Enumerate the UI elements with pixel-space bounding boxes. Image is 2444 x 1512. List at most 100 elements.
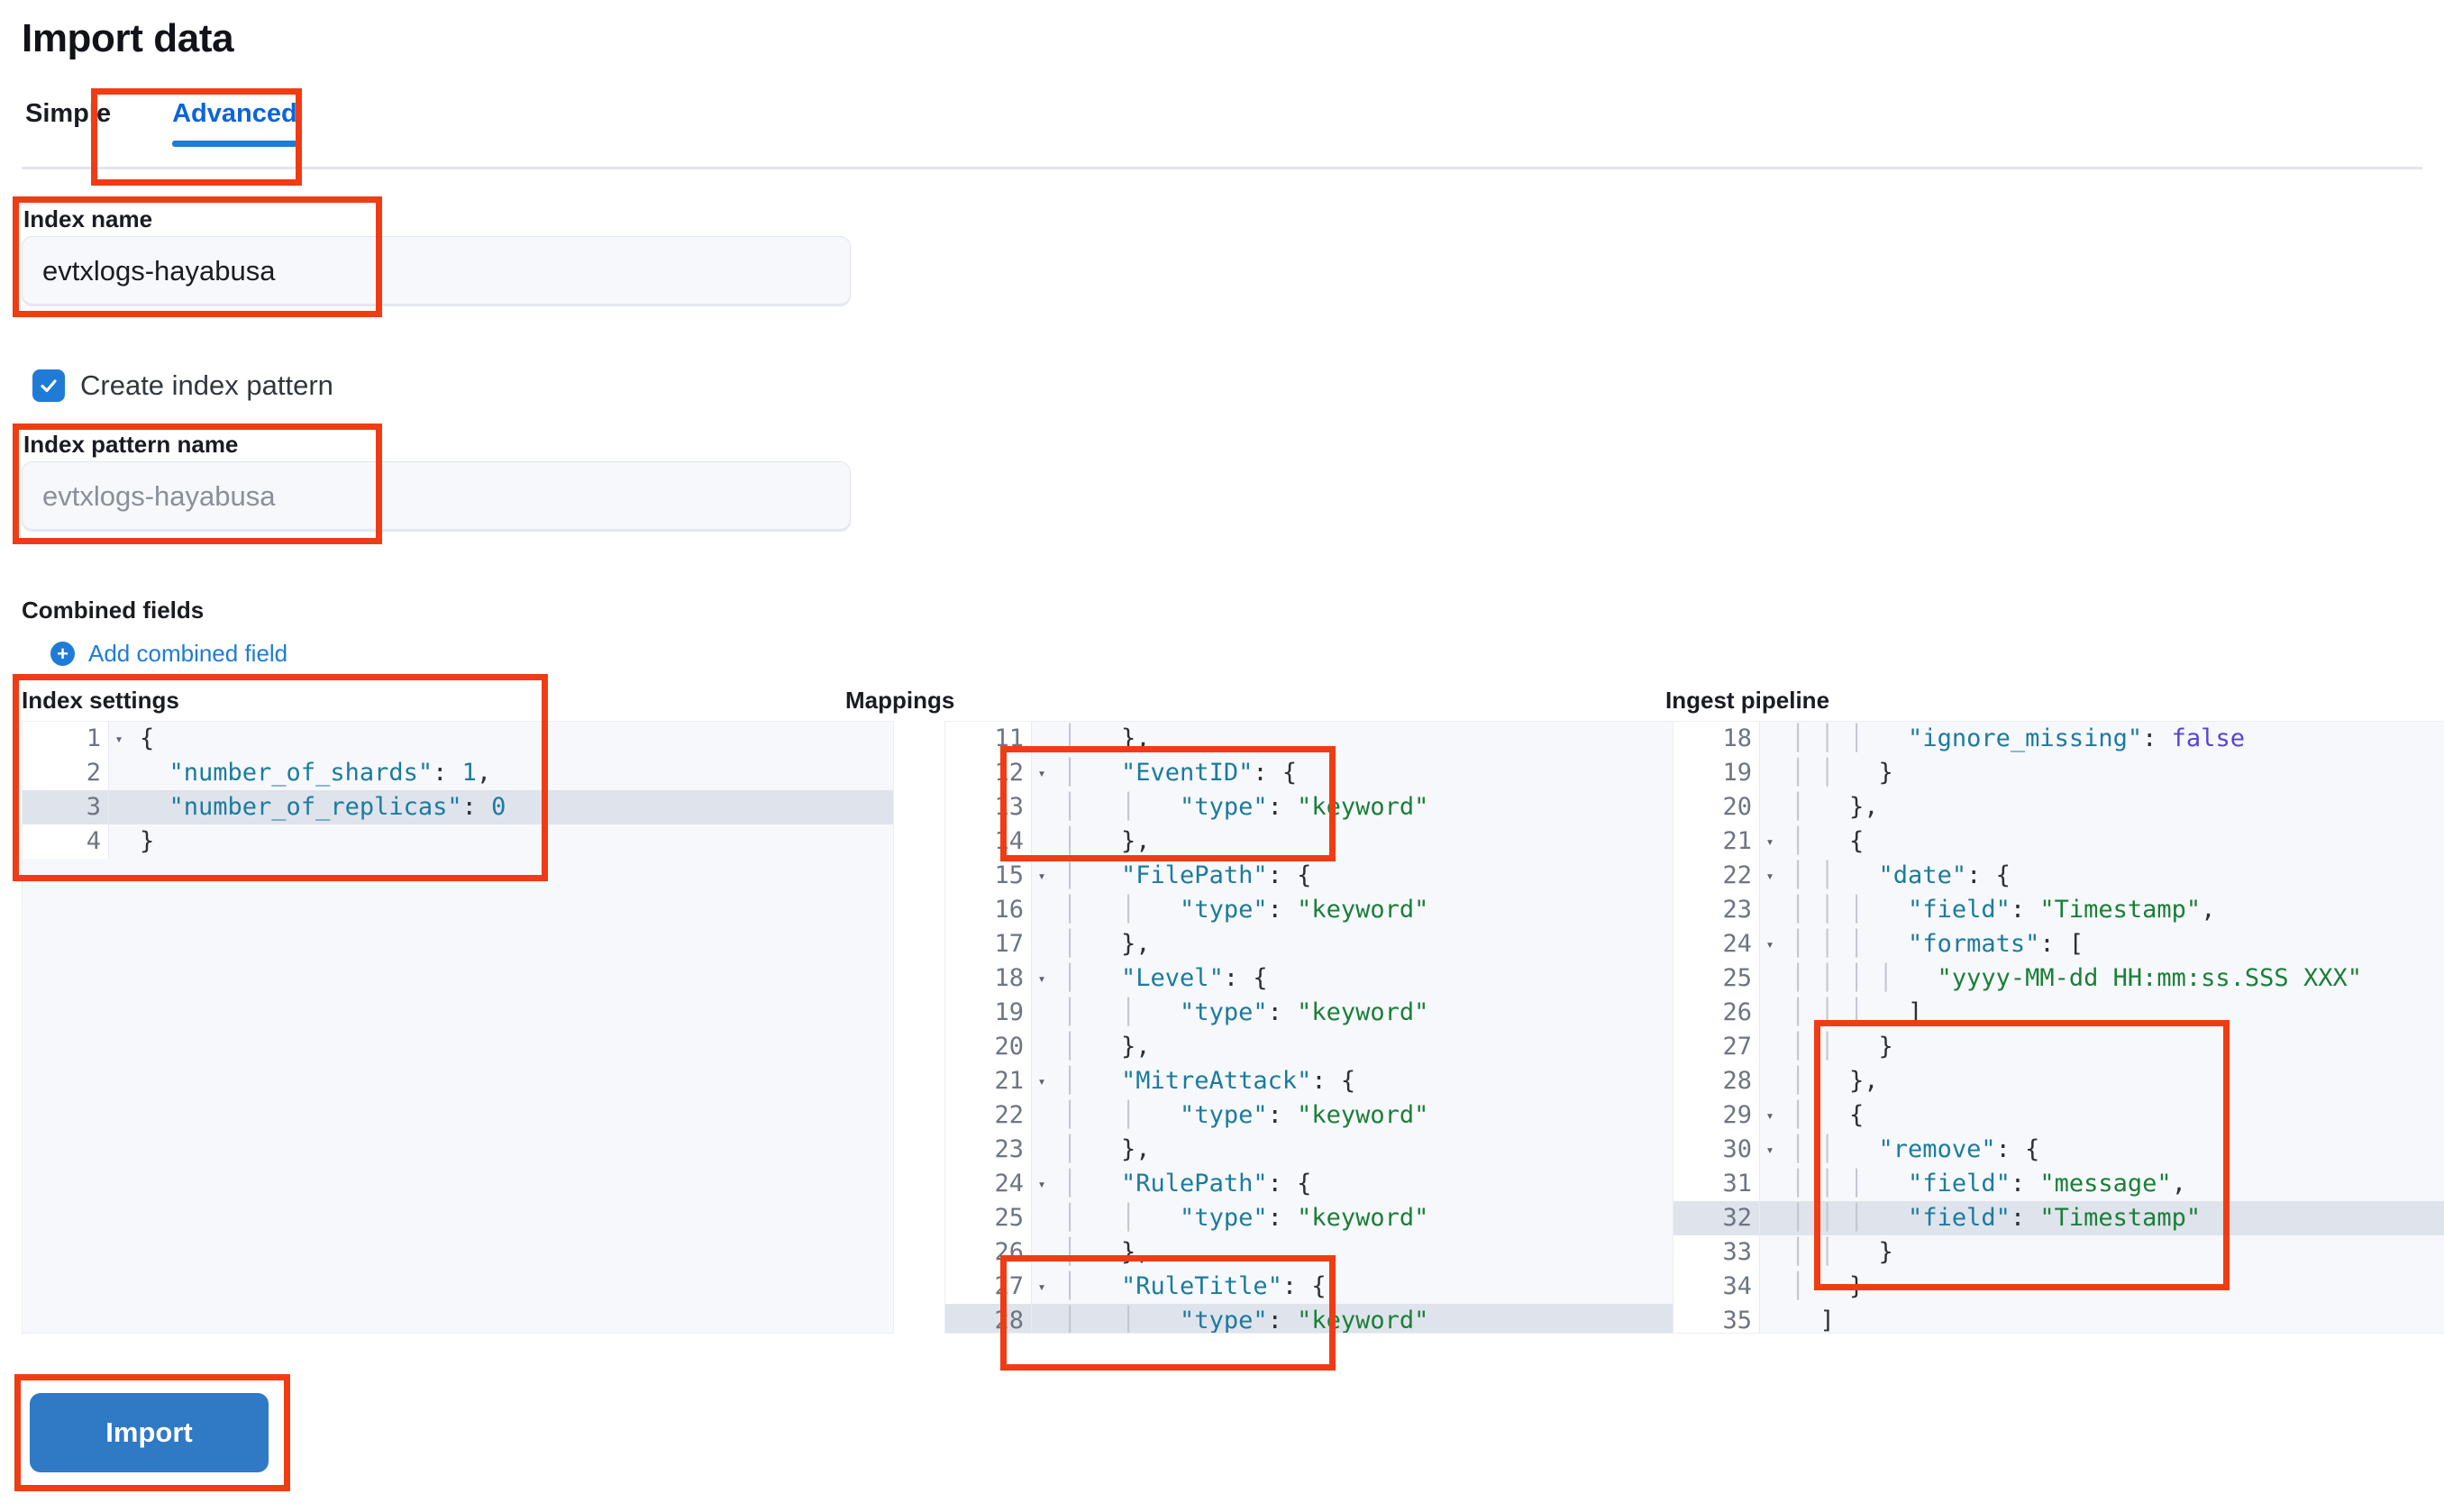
line-number: 21▾	[945, 1064, 1046, 1098]
line-number: 19	[1673, 756, 1760, 790]
code-text: │ │ }	[1791, 1238, 1893, 1266]
code-line: 12▾ │ "EventID": {	[945, 756, 1816, 790]
fold-arrow-icon[interactable]: ▾	[1765, 1107, 1774, 1124]
code-line: 24▾│ │ │ "formats": [	[1673, 927, 2444, 961]
code-text: │ "RuleTitle": {	[1062, 1272, 1327, 1300]
add-combined-field-button[interactable]: + Add combined field	[50, 640, 287, 668]
code-text: │ "RulePath": {	[1062, 1170, 1312, 1198]
index-settings-title: Index settings	[22, 687, 179, 714]
line-number: 34	[1673, 1270, 1760, 1304]
code-text: │ │ │ │ "yyyy-MM-dd HH:mm:ss.SSS XXX"	[1791, 964, 2362, 992]
fold-arrow-icon[interactable]: ▾	[1765, 936, 1774, 952]
code-line: 35 ]	[1673, 1304, 2444, 1334]
fold-arrow-icon[interactable]: ▾	[1037, 1279, 1046, 1295]
fold-arrow-icon[interactable]: ▾	[1037, 868, 1046, 884]
code-text: │ │ "type": "keyword"	[1062, 896, 1429, 924]
index-pattern-name-label: Index pattern name	[23, 431, 239, 458]
index-name-input[interactable]	[22, 236, 851, 306]
code-text: │ },	[1062, 1135, 1151, 1163]
code-line: 20│ },	[945, 1030, 1816, 1064]
code-text: │ │ "date": {	[1791, 861, 2011, 889]
line-number: 29▾	[1673, 1098, 1774, 1133]
line-number: 19	[945, 996, 1032, 1030]
code-text: │ │ }	[1791, 1033, 1893, 1061]
code-text: │ }	[1791, 1272, 1865, 1300]
code-line: 19 │ │ "type": "keyword"	[945, 996, 1816, 1030]
fold-arrow-icon[interactable]: ▾	[114, 731, 123, 747]
line-number: 22	[945, 1098, 1032, 1133]
fold-arrow-icon[interactable]: ▾	[1037, 970, 1046, 987]
line-number: 30▾	[1673, 1133, 1774, 1167]
line-number: 26	[1673, 996, 1760, 1030]
code-text: │ "MitreAttack": {	[1062, 1067, 1356, 1095]
line-number: 16	[945, 893, 1032, 927]
code-text: ]	[1791, 1307, 1835, 1334]
fold-arrow-icon[interactable]: ▾	[1765, 868, 1774, 884]
index-pattern-name-input[interactable]	[22, 461, 851, 532]
code-text: │ │ │ "formats": [	[1791, 930, 2084, 958]
code-line: 24▾│ "RulePath": {	[945, 1167, 1816, 1201]
line-number: 14	[945, 824, 1032, 859]
code-text: │ │ │ "field": "message",	[1791, 1170, 2186, 1198]
index-settings-editor[interactable]: 1▾{2 "number_of_shards": 1,3 "number_of_…	[22, 721, 894, 1334]
code-line: 32│ │ │ "field": "Timestamp"	[1673, 1201, 2444, 1235]
code-line: 20│ },	[1673, 790, 2444, 824]
fold-arrow-icon[interactable]: ▾	[1037, 765, 1046, 781]
code-line: 19 │ │ }	[1673, 756, 2444, 790]
tab-advanced[interactable]: Advanced	[138, 94, 333, 147]
line-number: 23	[945, 1133, 1032, 1167]
line-number: 17	[945, 927, 1032, 961]
code-line: 18▾│ "Level": {	[945, 961, 1816, 996]
ingest-pipeline-title: Ingest pipeline	[1665, 687, 1830, 714]
index-name-label: Index name	[23, 205, 153, 232]
line-number: 26	[945, 1235, 1032, 1270]
code-text: │ "Level": {	[1062, 964, 1268, 992]
code-text: │ │ "type": "keyword"	[1062, 998, 1429, 1026]
combined-fields-label: Combined fields	[22, 597, 205, 624]
create-index-pattern-row[interactable]: Create index pattern	[32, 369, 333, 402]
code-line: 25│ │ │ │ "yyyy-MM-dd HH:mm:ss.SSS XXX"	[1673, 961, 2444, 996]
line-number: 23	[1673, 893, 1760, 927]
fold-arrow-icon[interactable]: ▾	[1765, 1142, 1774, 1158]
code-text: │ │ "type": "keyword"	[1062, 793, 1429, 821]
line-number: 22▾	[1673, 859, 1774, 893]
code-text: │ },	[1062, 1033, 1151, 1061]
line-number: 27▾	[945, 1270, 1046, 1304]
line-number: 25	[945, 1201, 1032, 1235]
fold-arrow-icon[interactable]: ▾	[1037, 1176, 1046, 1192]
code-line: 25 │ │ "type": "keyword"	[945, 1201, 1816, 1235]
line-number: 33	[1673, 1235, 1760, 1270]
check-icon[interactable]	[32, 369, 65, 402]
tab-simple[interactable]: Simple	[25, 99, 112, 128]
code-line: 2 "number_of_shards": 1,	[23, 756, 893, 790]
line-number: 3	[23, 790, 109, 824]
code-line: 22│ │ "type": "keyword"	[945, 1098, 1816, 1133]
code-text: │ │ }	[1791, 759, 1893, 787]
line-number: 1▾	[23, 722, 123, 756]
line-number: 12▾	[945, 756, 1046, 790]
code-text: │ │ "type": "keyword"	[1062, 1204, 1429, 1232]
code-line: 31│ │ │ "field": "message",	[1673, 1167, 2444, 1201]
plus-circle-icon: +	[50, 642, 75, 666]
code-line: 23│ │ │ "field": "Timestamp",	[1673, 893, 2444, 927]
code-line: 28│ },	[1673, 1064, 2444, 1098]
line-number: 27	[1673, 1030, 1760, 1064]
code-line: 23 │ },	[945, 1133, 1816, 1167]
code-text: │ │ │ "ignore_missing": false	[1791, 724, 2245, 752]
import-button[interactable]: Import	[30, 1393, 269, 1472]
line-number: 13	[945, 790, 1032, 824]
code-text: "number_of_shards": 1,	[169, 759, 492, 787]
create-index-pattern-label: Create index pattern	[80, 369, 333, 401]
code-line: 3 "number_of_replicas": 0	[23, 790, 893, 824]
fold-arrow-icon[interactable]: ▾	[1765, 833, 1774, 850]
mappings-editor[interactable]: 11│ },12▾│ "EventID": {13│ │ "type": "ke…	[944, 721, 1817, 1334]
fold-arrow-icon[interactable]: ▾	[1037, 1073, 1046, 1089]
mappings-title: Mappings	[845, 687, 955, 714]
line-number: 28	[945, 1304, 1032, 1333]
code-text: │ "EventID": {	[1062, 759, 1298, 787]
code-line: 1▾{	[23, 722, 893, 756]
line-number: 21▾	[1673, 824, 1774, 859]
code-text: │ },	[1062, 724, 1151, 752]
